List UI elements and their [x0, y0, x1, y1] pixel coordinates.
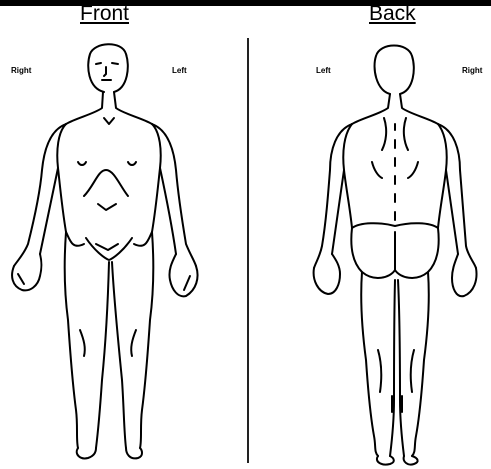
back-torso — [343, 94, 446, 278]
back-legs — [361, 272, 429, 465]
back-head — [375, 46, 414, 95]
